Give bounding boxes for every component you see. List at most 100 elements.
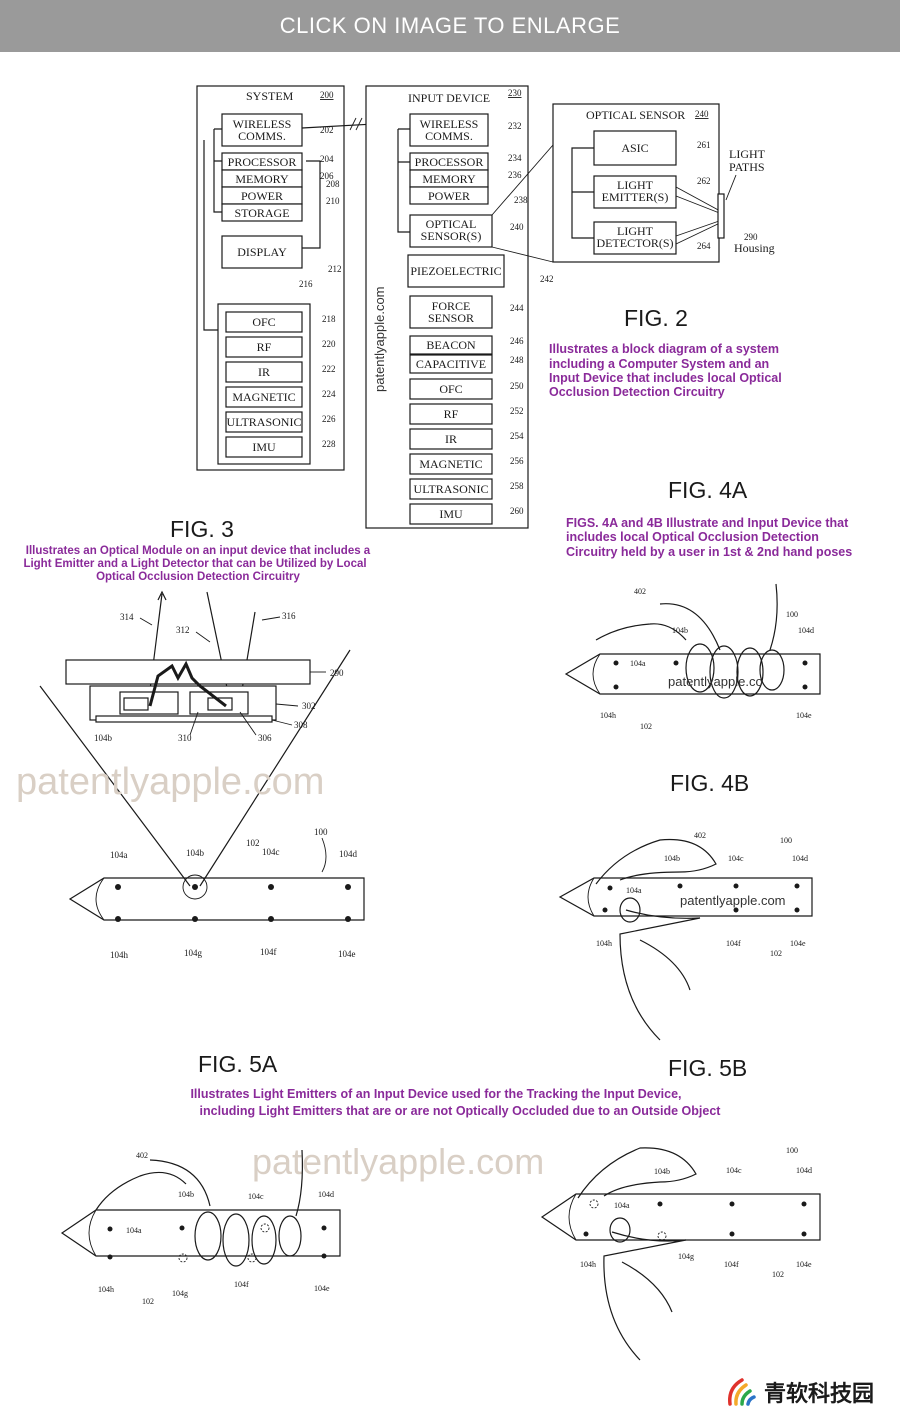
asic-ref: 261	[697, 140, 711, 150]
fig2-caption: Illustrates a block diagram of a system …	[549, 342, 782, 399]
fig5-watermark: patentlyapple.com	[252, 1141, 544, 1182]
emitter-label-2: EMITTER(S)	[602, 190, 669, 204]
sys-memory-label: MEMORY	[235, 172, 289, 186]
fig4b-watermark: patentlyapple.com	[680, 893, 786, 908]
dev-ref-242: 242	[540, 274, 554, 284]
fig2-caption-line: including a Computer System and an	[549, 357, 769, 371]
ref-102: 102	[640, 722, 652, 731]
input-device-title: INPUT DEVICE	[408, 91, 490, 105]
sys-ref-212: 212	[328, 264, 342, 274]
ref-104e: 104e	[790, 939, 806, 948]
detector-label-1: LIGHT	[617, 224, 654, 238]
fig4-caption-line: includes local Optical Occlusion Detecti…	[566, 530, 819, 544]
dev-optical-label: OPTICAL	[426, 217, 477, 231]
ref-312: 312	[176, 625, 190, 635]
sys-power-label: POWER	[241, 189, 283, 203]
fig4a-title: FIG. 4A	[668, 477, 748, 503]
sys-ref-202: 202	[320, 125, 334, 135]
ref-314: 314	[120, 612, 134, 622]
dev-ref-248: 248	[510, 355, 524, 365]
ref-100: 100	[314, 827, 328, 837]
sys-ref-210: 210	[326, 196, 340, 206]
sys-sensor-list: OFC 218 RF 220 IR 222 MAGNETIC 224 ULTRA…	[225, 311, 336, 458]
optical-sensor-ref: 240	[695, 109, 709, 119]
ref-104e: 104e	[796, 1260, 812, 1269]
banner-text: CLICK ON IMAGE TO ENLARGE	[279, 13, 621, 38]
brand-logo: 青软科技园	[724, 1368, 900, 1416]
ref-104a: 104a	[614, 1201, 630, 1210]
light-paths-label-1: LIGHT	[729, 147, 766, 161]
dev-ref-250: 250	[510, 381, 524, 391]
ref-104f: 104f	[726, 939, 741, 948]
ref-104a: 104a	[126, 1226, 142, 1235]
sys-storage-label: STORAGE	[234, 206, 289, 220]
fig5b-stylus-hand: 100 104b 104c 104d 104a 104h 104g 104f 1…	[540, 1146, 821, 1361]
dev-piezo-label: PIEZOELECTRIC	[410, 264, 501, 278]
ref-104d: 104d	[798, 626, 814, 635]
sys-ofc-label: OFC	[252, 315, 275, 329]
sys-ref-228: 228	[322, 439, 336, 449]
dev-capacitive-label: CAPACITIVE	[416, 357, 486, 371]
fig2-input-device-block: INPUT DEVICE 230 patentlyapple.com WIREL…	[365, 85, 554, 529]
ref-402: 402	[634, 587, 646, 596]
dev-ref-246: 246	[510, 336, 524, 346]
dev-ref-238: 238	[514, 195, 528, 205]
ref-102: 102	[246, 838, 260, 848]
ref-104g: 104g	[184, 948, 203, 958]
fig3-caption-line: Optical Occlusion Detection Circuitry	[96, 571, 300, 583]
ref-104g: 104g	[172, 1289, 188, 1298]
ref-102: 102	[772, 1270, 784, 1279]
sys-ref-220: 220	[322, 339, 336, 349]
fig4b-title: FIG. 4B	[670, 770, 749, 796]
fig2-optical-sensor-block: OPTICAL SENSOR 240 ASIC 261 LIGHT EMITTE…	[552, 103, 775, 263]
fig3-title: FIG. 3	[170, 516, 234, 542]
fig2-title: FIG. 2	[624, 305, 688, 331]
asic-label: ASIC	[621, 141, 648, 155]
sys-display-label: DISPLAY	[237, 245, 287, 259]
sys-imu-label: IMU	[252, 440, 276, 454]
logo-text: 青软科技园	[764, 1382, 875, 1407]
ref-104h: 104h	[600, 711, 616, 720]
enlarge-banner[interactable]: CLICK ON IMAGE TO ENLARGE	[0, 0, 900, 52]
sys-ref-222: 222	[322, 364, 336, 374]
ref-104f: 104f	[260, 947, 277, 957]
ref-104c: 104c	[726, 1166, 742, 1175]
dev-ultrasonic-label: ULTRASONIC	[414, 482, 489, 496]
sys-processor-label: PROCESSOR	[228, 155, 297, 169]
dev-power-label: POWER	[428, 189, 470, 203]
fig3-watermark: patentlyapple.com	[16, 761, 324, 803]
dev-processor-label: PROCESSOR	[415, 155, 484, 169]
dev-ref-256: 256	[510, 456, 524, 466]
ref-104e: 104e	[338, 949, 356, 959]
dev-ref-258: 258	[510, 481, 524, 491]
fig3-caption-line: Light Emitter and a Light Detector that …	[23, 558, 366, 570]
ref-100: 100	[786, 610, 798, 619]
fig5-caption-line: including Light Emitters that are or are…	[200, 1104, 722, 1118]
dev-wireless-label: WIRELESS	[420, 117, 479, 131]
sys-rf-label: RF	[257, 340, 272, 354]
ref-104b: 104b	[664, 854, 680, 863]
ref-402: 402	[694, 831, 706, 840]
ref-104e: 104e	[796, 711, 812, 720]
fig4a-stylus-hand: patentlyapple.co 402 100 104b 104d 104a …	[564, 583, 821, 731]
ref-104h: 104h	[580, 1260, 596, 1269]
fig4-caption-line: Circuitry held by a user in 1st & 2nd ha…	[566, 545, 852, 559]
dev-comms-label: COMMS.	[425, 129, 473, 143]
ref-308: 308	[294, 720, 308, 730]
fig3-led-group	[115, 884, 351, 922]
fig4-caption-line: FIGS. 4A and 4B Illustrate and Input Dev…	[566, 516, 849, 530]
ref-290: 290	[330, 668, 344, 678]
ref-104f: 104f	[724, 1260, 739, 1269]
ref-402: 402	[136, 1151, 148, 1160]
dev-ref-244: 244	[510, 303, 524, 313]
fig5b-title: FIG. 5B	[668, 1055, 747, 1081]
ref-104h: 104h	[98, 1285, 114, 1294]
dev-force-label: FORCE	[432, 299, 471, 313]
ref-104b: 104b	[654, 1167, 670, 1176]
ref-104b: 104b	[94, 733, 113, 743]
light-paths-label-2: PATHS	[729, 160, 765, 174]
ref-104a: 104a	[626, 886, 642, 895]
fig5a-stylus-hand: 402 104b 104c 104d 104a 104h 104g 104f 1…	[60, 1149, 341, 1306]
ref-102: 102	[770, 949, 782, 958]
ref-104d: 104d	[318, 1190, 334, 1199]
